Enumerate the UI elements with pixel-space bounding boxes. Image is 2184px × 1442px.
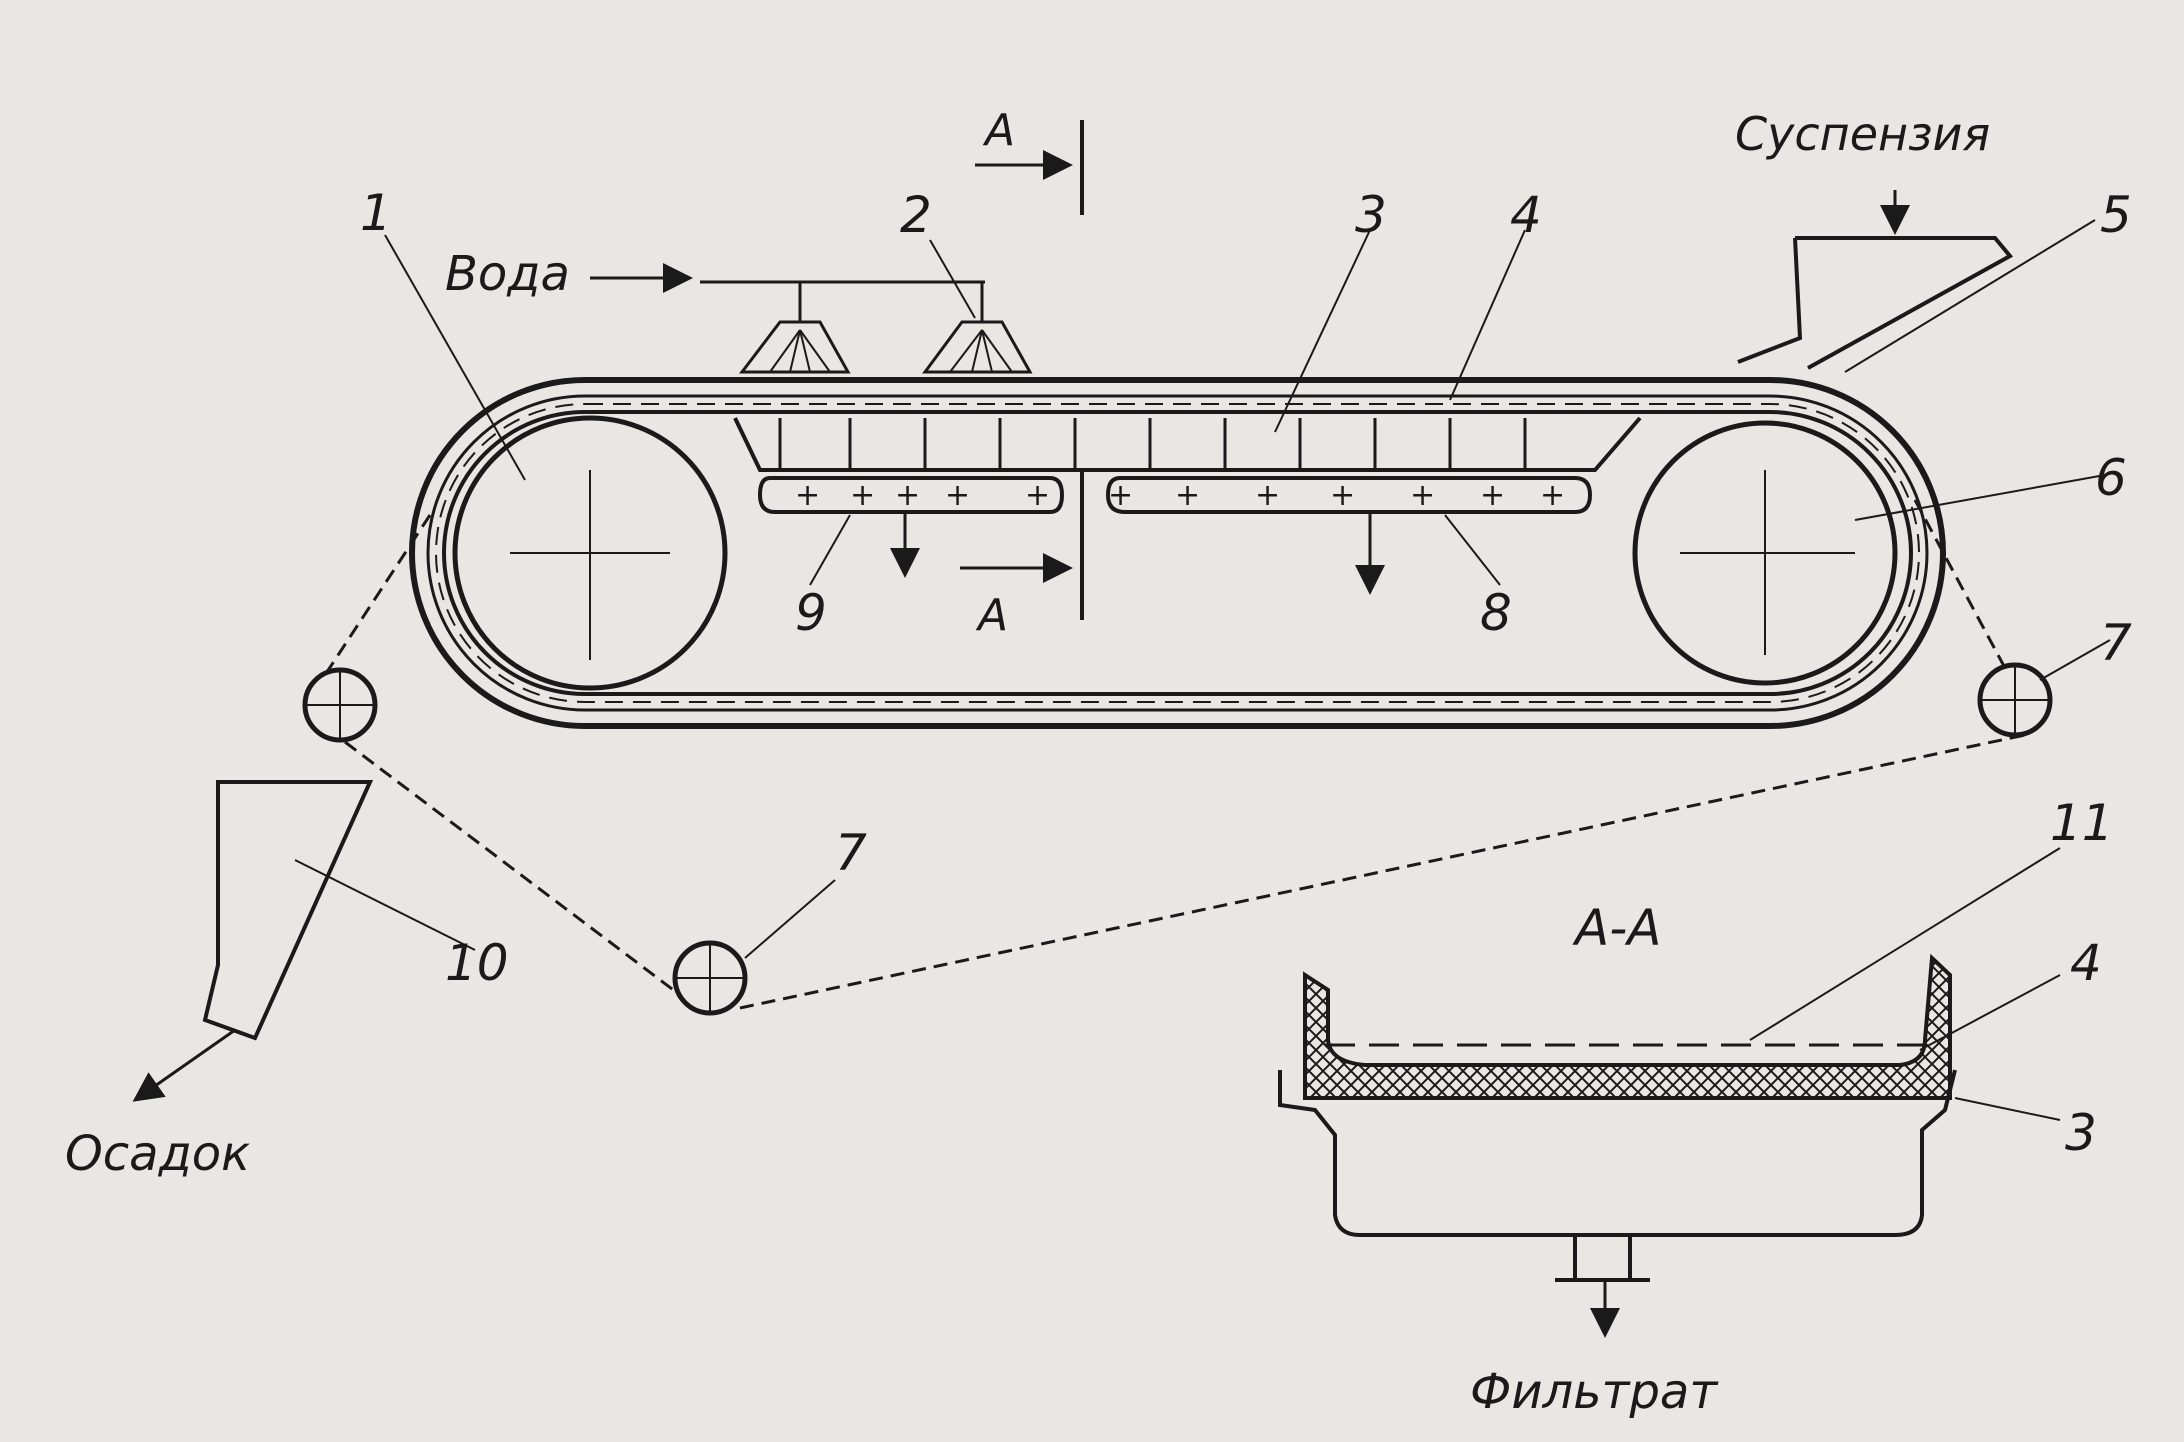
section-callout-11: 11 [2050,794,2114,852]
callout-2: 2 [900,186,932,244]
water-sprayers: Вода [445,246,1033,374]
callout-3: 3 [1355,186,1387,244]
section-line: A A [960,105,1084,641]
svg-text:+: + [1175,478,1200,513]
svg-text:+: + [895,478,920,513]
svg-text:+: + [1108,478,1133,513]
svg-text:+: + [945,478,970,513]
belt-section [1303,953,1952,1100]
guide-roller-left [302,667,378,743]
svg-text:+: + [1330,478,1355,513]
callout-8: 8 [1480,584,1512,642]
callout-7-bottom: 7 [835,824,867,882]
callout-10: 10 [445,934,509,992]
svg-text:+: + [1480,478,1505,513]
svg-text:+: + [1255,478,1280,513]
feed-hopper: Суспензия [1735,107,2014,370]
callout-7-right: 7 [2100,614,2132,672]
discharge-chute: Осадок [65,780,374,1182]
suspension-label: Суспензия [1735,107,1990,161]
callout-leaders [294,219,2111,959]
water-label: Вода [445,246,570,302]
belt-return-path [323,499,2026,1010]
callout-6: 6 [2095,449,2127,507]
wash-collector-9: + + + + + [757,476,1065,578]
filtrate-collector-8: + + + + + + + [1105,476,1593,595]
callout-9: 9 [795,584,827,642]
section-mark-bottom: A [975,590,1008,641]
guide-roller-bottom [672,940,748,1016]
filtrate-label: Фильтрат [1470,1364,1719,1420]
callout-numbers: 1 2 3 4 5 6 7 7 8 9 10 [360,184,2132,992]
sediment-label: Осадок [65,1126,250,1182]
section-title: A-A [1572,899,1661,957]
svg-text:+: + [1410,478,1435,513]
svg-text:+: + [850,478,875,513]
section-callout-3: 3 [2065,1104,2097,1162]
section-mark-top: A [982,105,1015,156]
drive-drum-left [452,415,728,691]
filter-belt [409,377,1946,729]
tension-drum-right [1632,420,1898,686]
section-view: A-A Фильтрат 11 4 3 [1278,794,2114,1420]
vacuum-chamber-row [733,416,1642,472]
guide-roller-right [1977,662,2053,738]
section-callout-4: 4 [2070,934,2102,992]
callout-4: 4 [1510,186,1542,244]
callout-5: 5 [2100,186,2132,244]
callout-1: 1 [360,184,392,242]
svg-text:+: + [795,478,820,513]
svg-text:+: + [1540,478,1565,513]
svg-text:+: + [1025,478,1050,513]
